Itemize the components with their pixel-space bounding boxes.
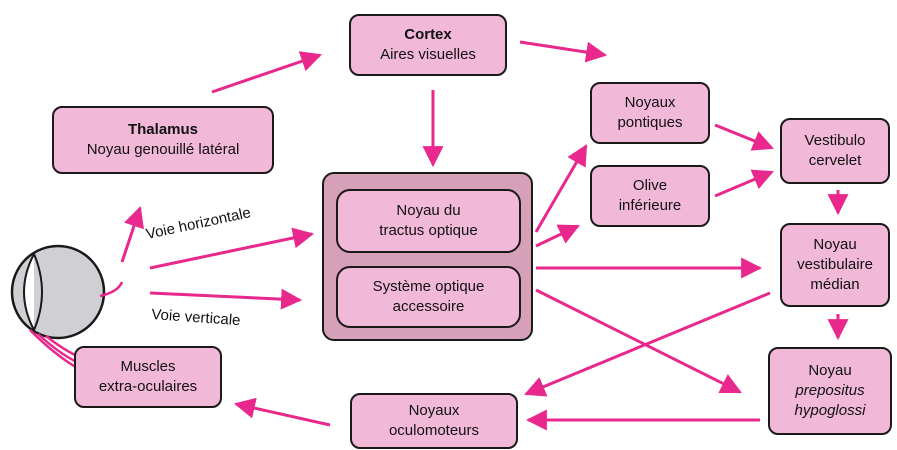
node-prepositus-line2: prepositus	[795, 382, 865, 399]
node-muscles-extra-oculaires: Muscles extra-oculaires	[74, 346, 222, 408]
arrow-aot-prepositus	[535, 288, 742, 394]
node-noyaux-pontiques-line1: Noyaux	[624, 94, 676, 111]
node-olive-line1: Olive	[632, 177, 668, 194]
node-systeme-optique-line1: Système optique	[372, 278, 485, 295]
node-prepositus-line1: Noyau	[808, 362, 852, 379]
arrow-olive-vestibulo	[714, 169, 774, 198]
group-optic-systems: Noyau du tractus optique Système optique…	[322, 172, 533, 341]
node-prepositus-line3: hypoglossi	[794, 402, 866, 419]
node-olive-line2: inférieure	[618, 197, 682, 214]
optic-nerve-line	[99, 281, 124, 298]
node-prepositus-hypoglossi: Noyau prepositus hypoglossi	[768, 347, 892, 435]
node-vestibulaire-line1: Noyau	[813, 236, 857, 253]
node-systeme-optique-line2: accessoire	[392, 298, 465, 315]
node-noyau-tractus-line1: Noyau du	[396, 202, 461, 219]
node-oculomoteurs-line2: oculomoteurs	[388, 422, 480, 439]
arrow-aot-olive	[535, 224, 580, 248]
node-cortex: Cortex Aires visuelles	[349, 14, 507, 76]
node-cortex-subtitle: Aires visuelles	[380, 46, 476, 63]
node-muscles-line1: Muscles	[120, 358, 176, 375]
node-olive: Olive inférieure	[590, 165, 710, 227]
node-thalamus-title: Thalamus	[127, 121, 199, 138]
node-cortex-title: Cortex	[404, 26, 452, 43]
node-vestibulo-cervelet: Vestibulo cervelet	[780, 118, 890, 184]
node-thalamus-subtitle: Noyau genouillé latéral	[86, 141, 240, 158]
arrow-cortex-pontiques	[519, 40, 608, 63]
arrow-voie-verticale	[149, 288, 303, 310]
node-vestibulo-line2: cervelet	[808, 152, 862, 169]
arrow-voie-horizontale	[149, 227, 315, 270]
node-noyaux-pontiques-line2: pontiques	[617, 114, 683, 131]
node-oculomoteurs-line1: Noyaux	[408, 402, 460, 419]
arrow-aot-pontiques	[534, 144, 588, 233]
arrow-thalamus-cortex	[211, 51, 322, 94]
node-noyaux-pontiques: Noyaux pontiques	[590, 82, 710, 144]
arrow-vestibulaire-oculomoteurs	[524, 291, 771, 397]
node-vestibulaire-line2: vestibulaire	[797, 256, 873, 273]
arrow-eye-thalamus	[120, 206, 144, 263]
node-noyaux-oculomoteurs: Noyaux oculomoteurs	[350, 393, 518, 449]
node-systeme-optique: Système optique accessoire	[336, 266, 521, 328]
node-noyau-tractus-line2: tractus optique	[379, 222, 478, 239]
arrow-oculomoteurs-muscles	[233, 397, 331, 427]
arrow-pontiques-vestibulo	[714, 123, 774, 151]
eye-icon	[10, 244, 106, 340]
node-vestibulo-line1: Vestibulo	[804, 132, 866, 149]
node-muscles-line2: extra-oculaires	[98, 378, 198, 395]
node-vestibulaire-line3: médian	[810, 276, 860, 293]
node-vestibulaire-median: Noyau vestibulaire médian	[780, 223, 890, 307]
node-thalamus: Thalamus Noyau genouillé latéral	[52, 106, 274, 174]
node-noyau-tractus: Noyau du tractus optique	[336, 189, 521, 253]
